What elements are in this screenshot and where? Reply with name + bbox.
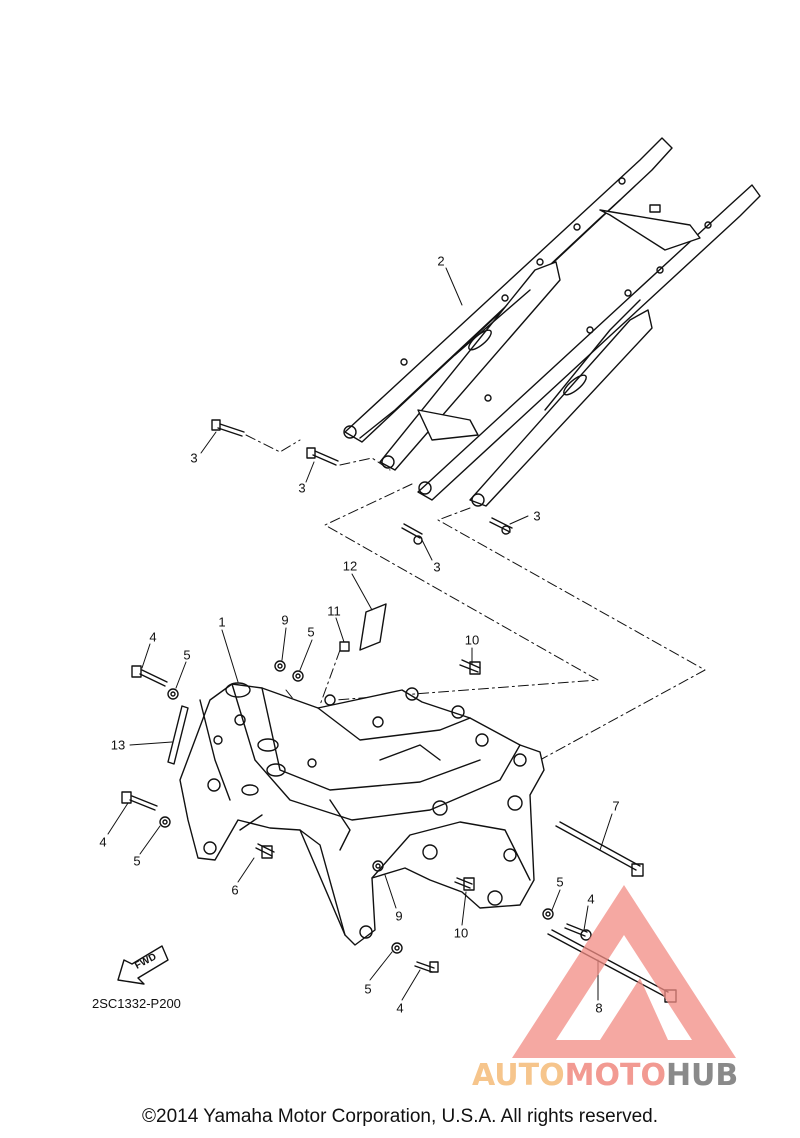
callout-c3b: 3: [298, 480, 306, 496]
callout-c7: 7: [612, 798, 620, 814]
part-code: 2SC1332-P200: [92, 996, 181, 1011]
callout-c4c: 4: [587, 891, 595, 907]
callout-c5d: 5: [556, 874, 564, 890]
callout-c12: 12: [342, 558, 358, 574]
callout-c5e: 5: [364, 981, 372, 997]
callout-c13: 13: [110, 737, 126, 753]
callout-c6: 6: [231, 882, 239, 898]
callout-c10a: 10: [464, 632, 480, 648]
bolt-3-group: [211, 419, 513, 545]
callout-c3a: 3: [190, 450, 198, 466]
callout-c5b: 5: [183, 647, 191, 663]
callout-c8: 8: [595, 1000, 603, 1016]
copyright-notice: ©2014 Yamaha Motor Corporation, U.S.A. A…: [142, 1106, 658, 1127]
callout-c4b: 4: [99, 834, 107, 850]
watermark-moto: MOTO: [564, 1058, 666, 1093]
fwd-arrow-icon: [117, 945, 169, 985]
callout-c4a: 4: [149, 629, 157, 645]
callout-c2a: 2: [437, 253, 445, 269]
callout-c9a: 9: [281, 612, 289, 628]
watermark-triangle-logo: [512, 885, 736, 1058]
callout-c1: 1: [218, 614, 226, 630]
watermark-brand-text: AUTOMOTOHUB: [472, 1058, 738, 1093]
watermark-hub: HUB: [665, 1058, 739, 1093]
callout-c3d: 3: [433, 559, 441, 575]
callout-c5a: 5: [307, 624, 315, 640]
callout-c4d: 4: [396, 1000, 404, 1016]
callout-c11: 11: [327, 603, 341, 619]
callout-c9b: 9: [395, 908, 403, 924]
callout-c5c: 5: [133, 853, 141, 869]
main-frame: [179, 682, 545, 946]
rear-subframe: [343, 137, 761, 507]
long-bolts: [547, 821, 677, 1003]
fasteners: [121, 641, 592, 973]
callout-c3c: 3: [533, 508, 541, 524]
callout-c10b: 10: [453, 925, 469, 941]
watermark-auto: AUTO: [472, 1058, 565, 1093]
